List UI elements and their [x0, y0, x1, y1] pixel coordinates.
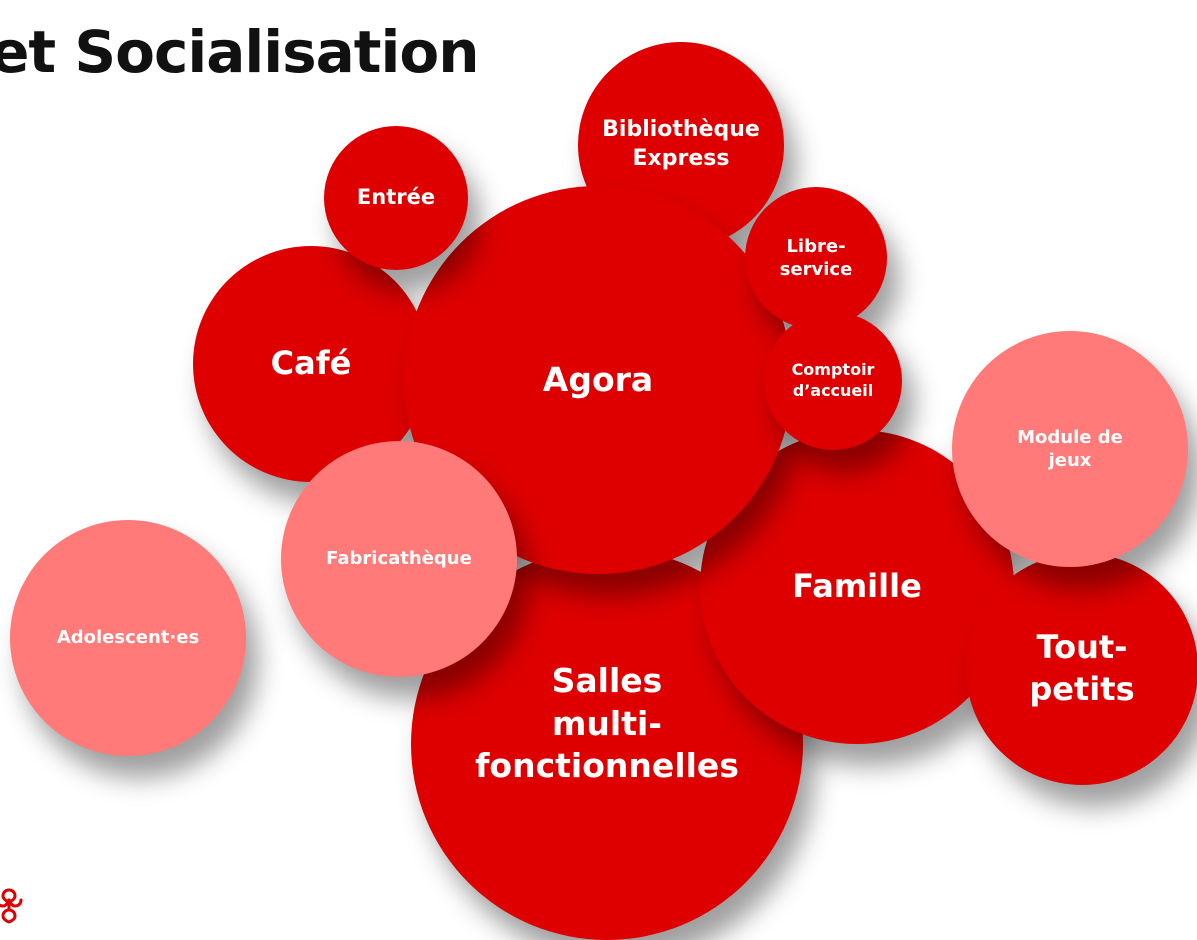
bubble-comptoir-accueil: Comptoir d’accueil: [764, 312, 902, 450]
bubble-label: Café: [270, 344, 352, 383]
rosette-logo-icon: [0, 888, 23, 924]
bubble-label: Entrée: [356, 185, 436, 210]
bubble-label: Module de jeux: [1017, 426, 1123, 471]
bubble-fabricatheque: Fabricathèque: [281, 441, 517, 677]
bubble-label: Agora: [542, 359, 654, 399]
bubble-label: Comptoir d’accueil: [791, 360, 875, 400]
bubble-module-de-jeux: Module de jeux: [952, 331, 1188, 567]
bubble-label: Libre- service: [779, 235, 853, 280]
bubble-label: Tout- petits: [1029, 628, 1135, 708]
bubble-tout-petits: Tout- petits: [966, 553, 1197, 785]
bubble-label: Adolescent·es: [56, 627, 200, 649]
bubble-label: Fabricathèque: [326, 548, 472, 570]
bubble-libre-service: Libre- service: [745, 187, 887, 329]
bubble-entree: Entrée: [324, 126, 468, 270]
bubble-adolescent-es: Adolescent·es: [10, 520, 246, 756]
bubble-label: Salles multi- fonctionnelles: [475, 660, 739, 786]
bubble-label: Bibliothèque Express: [602, 117, 760, 171]
bubble-label: Famille: [792, 567, 922, 606]
slide-title: l et Socialisation: [0, 18, 480, 86]
